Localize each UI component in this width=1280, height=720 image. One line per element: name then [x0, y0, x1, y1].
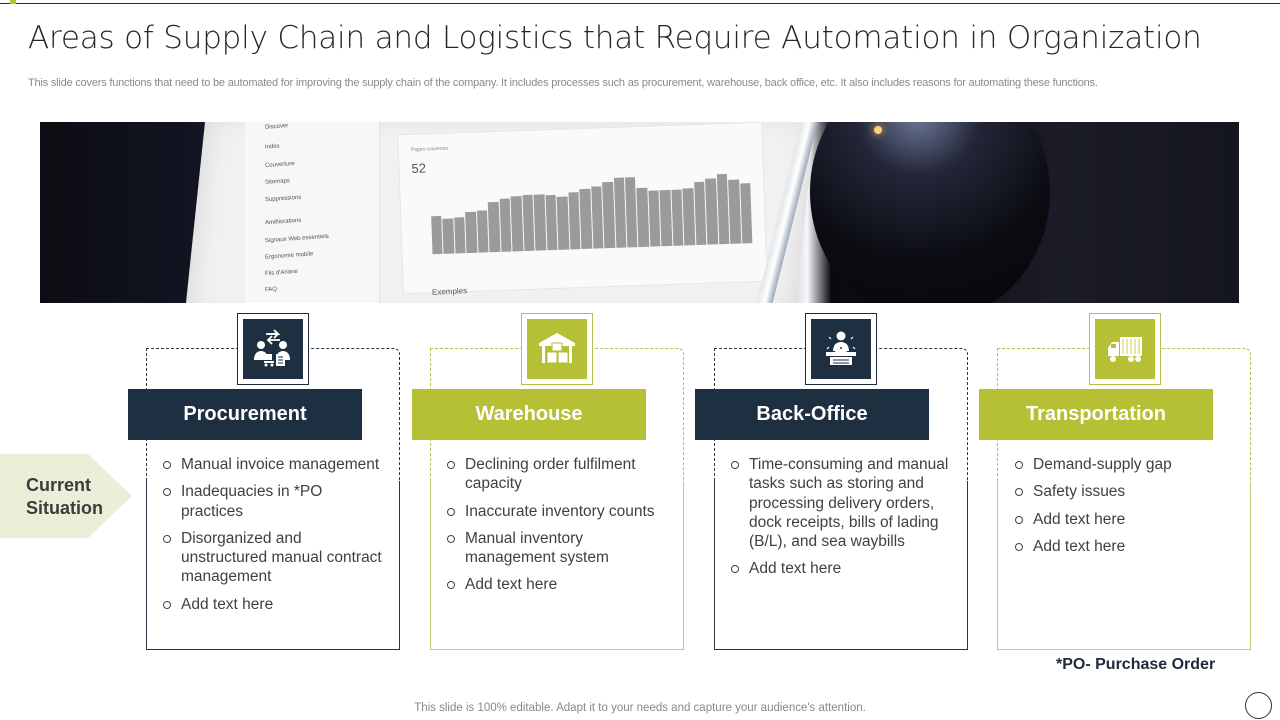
screen-panel-footer: Exemples — [431, 286, 468, 297]
transportation-header: Transportation — [979, 389, 1213, 440]
screen-sidebar-item: Discover — [264, 123, 289, 131]
transportation-title: Transportation — [1025, 403, 1166, 425]
list-item: Add text here — [163, 595, 383, 614]
screen-sidebar-item: Fils d'Ariane — [264, 268, 298, 278]
top-rule — [0, 3, 1280, 4]
procurement-title: Procurement — [183, 403, 307, 425]
list-item: Time-consuming and manual tasks such as … — [731, 455, 956, 551]
list-item: Add text here — [447, 575, 672, 594]
screen-sidebar-item: Signaux Web essentiels — [264, 233, 330, 245]
warehouse-header: Warehouse — [412, 389, 646, 440]
screen-sidebar: Discover Index Couverture Sitemaps Suppr… — [245, 122, 380, 303]
list-item: Manual invoice management — [163, 455, 383, 474]
warehouse-icon — [539, 333, 575, 364]
procurement-icon-box — [237, 313, 309, 385]
procurement-list: Manual invoice management Inadequacies i… — [163, 455, 383, 622]
dark-globe — [810, 122, 1050, 303]
screen-panel-value: 52 — [411, 160, 427, 176]
screen-bar-chart — [430, 173, 753, 255]
list-item: Add text here — [1015, 510, 1240, 529]
screen-sidebar-item: Index — [264, 143, 280, 151]
screen-sidebar-item: Sitemaps — [264, 178, 291, 186]
loading-circle-icon — [1245, 692, 1272, 719]
transportation-list: Demand-supply gap Safety issues Add text… — [1015, 455, 1240, 564]
footnote: *PO- Purchase Order — [1056, 656, 1216, 673]
current-situation-label: Current Situation — [26, 474, 116, 520]
list-item: Inaccurate inventory counts — [447, 502, 672, 521]
hero-image: Discover Index Couverture Sitemaps Suppr… — [40, 122, 1239, 303]
screen-sidebar-item: Améliorations — [264, 217, 302, 227]
screen-sidebar-item: Couverture — [264, 160, 295, 170]
office-desk-worker-icon — [826, 331, 856, 365]
screen-sidebar-item: Ergonomie mobile — [264, 251, 314, 261]
procurement-exchange-icon — [254, 329, 290, 367]
transportation-icon-box — [1089, 313, 1161, 385]
current-situation-text: Current Situation — [26, 475, 103, 518]
list-item: Inadequacies in *PO practices — [163, 482, 383, 521]
back-office-icon-box — [805, 313, 877, 385]
back-office-list: Time-consuming and manual tasks such as … — [731, 455, 956, 587]
accent-mark — [10, 0, 16, 4]
warehouse-title: Warehouse — [475, 403, 583, 425]
screen-sidebar-item: Suppressions — [264, 194, 302, 204]
slide-title: Areas of Supply Chain and Logistics that… — [28, 20, 1202, 56]
list-item: Demand-supply gap — [1015, 455, 1240, 474]
screen-sidebar-item: FAQ — [264, 286, 278, 294]
list-item: Add text here — [731, 559, 956, 578]
procurement-header: Procurement — [128, 389, 362, 440]
screen-chart-panel: Pages couvertes 52 — [397, 122, 768, 295]
warehouse-list: Declining order fulfilment capacity Inac… — [447, 455, 672, 603]
slide-subtitle: This slide covers functions that need to… — [28, 77, 1098, 89]
back-office-title: Back-Office — [756, 403, 868, 425]
list-item: Add text here — [1015, 537, 1240, 556]
list-item: Disorganized and unstructured manual con… — [163, 529, 383, 587]
list-item: Safety issues — [1015, 482, 1240, 501]
back-office-header: Back-Office — [695, 389, 929, 440]
light-glow — [874, 126, 882, 134]
warehouse-icon-box — [521, 313, 593, 385]
truck-icon — [1108, 337, 1142, 362]
list-item: Declining order fulfilment capacity — [447, 455, 672, 494]
list-item: Manual inventory management system — [447, 529, 672, 568]
screen-panel-label: Pages couvertes — [410, 145, 449, 153]
footer-note: This slide is 100% editable. Adapt it to… — [414, 702, 866, 714]
